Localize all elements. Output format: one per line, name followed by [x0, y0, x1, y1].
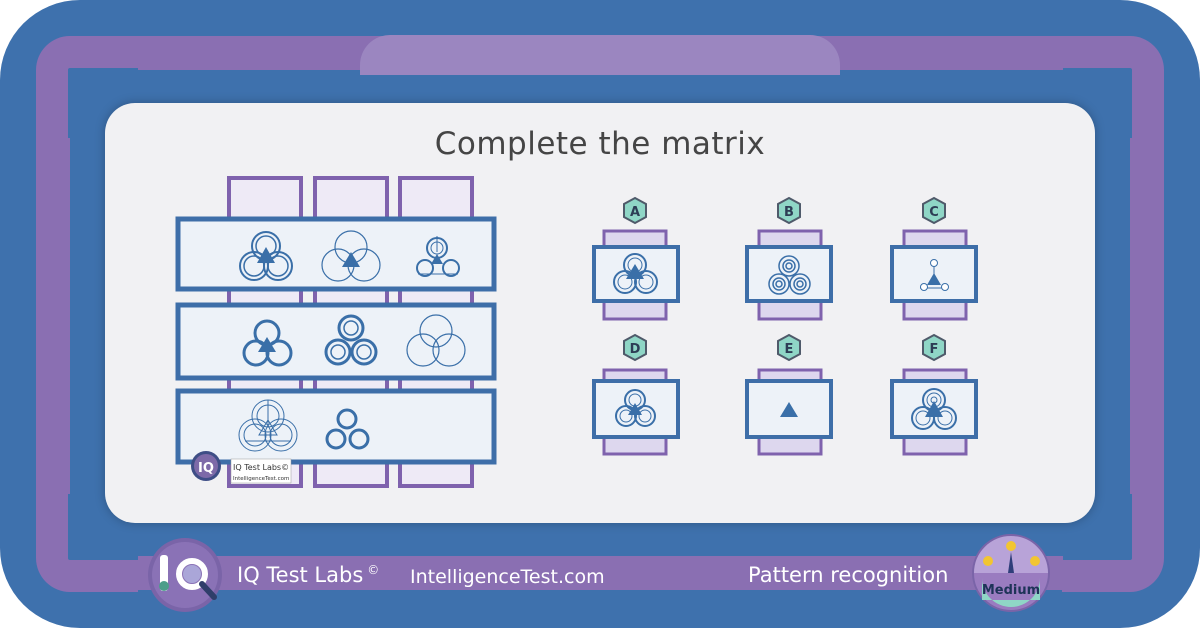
option-e-label: E: [785, 342, 794, 357]
matrix-row-3: [175, 388, 497, 465]
face-hard-icon: [1030, 556, 1040, 566]
footer-site[interactable]: IntelligenceTest.com: [410, 566, 605, 588]
cell-r3c1: [238, 399, 298, 452]
cell-r1c3: [416, 236, 460, 277]
answer-options: A B C: [592, 196, 978, 456]
option-d-label: D: [630, 342, 641, 357]
footer-brand-name: IQ Test Labs: [237, 563, 364, 587]
cell-r2c2: [324, 314, 378, 366]
cell-r2c1: [242, 319, 293, 367]
option-a[interactable]: A: [592, 196, 680, 321]
matrix-row-1: [175, 216, 497, 292]
option-d[interactable]: D: [592, 333, 680, 456]
watermark-logo-letters: IQ: [198, 461, 214, 476]
matrix: [175, 176, 497, 488]
watermark-site: IntelligenceTest.com: [233, 476, 289, 482]
option-f[interactable]: F: [890, 333, 978, 456]
decor-band-right: [1130, 138, 1164, 494]
option-b-label: B: [784, 205, 794, 220]
decor-corner-tl: [36, 36, 138, 138]
decor-band-highlight: [360, 35, 840, 75]
option-b[interactable]: B: [745, 196, 833, 321]
decor-corner-bl: [36, 490, 138, 592]
cell-r2c3: [406, 314, 466, 367]
watermark-logo: IQ IQ Test Labs© IntelligenceTest.com: [191, 451, 292, 484]
footer-category: Pattern recognition: [748, 563, 949, 587]
watermark-brand: IQ Test Labs©: [233, 463, 289, 472]
decor-band-bottom: [138, 556, 1063, 590]
footer-copyright: ©: [367, 563, 380, 577]
puzzle-title: Complete the matrix: [434, 126, 766, 162]
option-f-label: F: [930, 342, 939, 357]
option-a-label: A: [630, 205, 640, 220]
option-e[interactable]: E: [745, 333, 833, 456]
option-c-label: C: [929, 205, 939, 220]
cell-r1c2: [321, 230, 381, 282]
decor-corner-tr: [1062, 36, 1164, 138]
decor-band-left: [36, 138, 70, 494]
footer-brand: IQ Test Labs©: [237, 563, 379, 587]
face-medium-icon: [1006, 541, 1016, 551]
face-easy-icon: [983, 556, 993, 566]
cell-r1c1: [239, 231, 293, 281]
cell-r3c2: [325, 408, 370, 450]
footer-logo: [148, 538, 222, 612]
difficulty-gauge: Medium: [972, 534, 1050, 612]
difficulty-label: Medium: [982, 583, 1040, 598]
decor-corner-br: [1062, 490, 1164, 592]
option-c[interactable]: C: [890, 196, 978, 321]
